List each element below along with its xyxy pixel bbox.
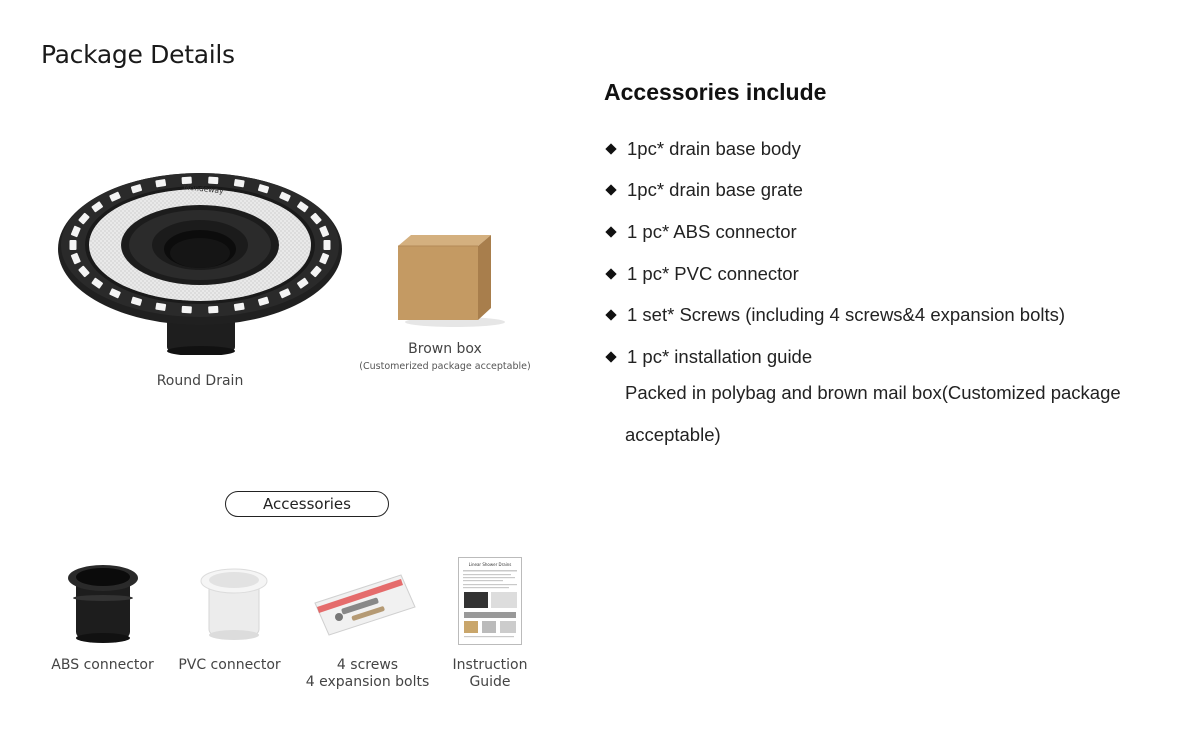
pvc-connector-image bbox=[200, 568, 268, 640]
accessories-include-title: Accessories include bbox=[604, 79, 827, 105]
accessories-heading: Accessories bbox=[225, 491, 389, 517]
drain-slot bbox=[208, 305, 219, 314]
drain-slot bbox=[78, 265, 90, 278]
drain-slot bbox=[130, 296, 143, 306]
drain-slot bbox=[297, 277, 309, 289]
brown-box-sublabel: (Customerized package acceptable) bbox=[359, 361, 531, 372]
diamond-bullet-icon bbox=[605, 351, 617, 363]
guide-doc-title: Linear Shower Drains bbox=[469, 562, 512, 567]
drain-slot bbox=[181, 305, 192, 314]
drain-slot bbox=[130, 184, 143, 194]
guide-label-line1: Instruction bbox=[452, 657, 528, 673]
list-item: 1pc* drain base grate bbox=[604, 170, 1065, 212]
abs-connector-label: ABS connector bbox=[51, 657, 154, 673]
drain-slot bbox=[310, 265, 322, 278]
list-item: 1 pc* ABS connector bbox=[604, 211, 1065, 253]
round-drain-image: Mondeway bbox=[58, 173, 342, 355]
drain-slot bbox=[257, 296, 270, 306]
accessories-list: 1pc* drain base body 1pc* drain base gra… bbox=[604, 128, 1065, 378]
drain-brand-text: Mondeway bbox=[183, 182, 225, 195]
diamond-bullet-icon bbox=[605, 309, 617, 321]
round-drain-label: Round Drain bbox=[156, 373, 244, 389]
pvc-connector-label: PVC connector bbox=[178, 657, 281, 673]
drain-slot bbox=[155, 179, 167, 188]
packing-note: Packed in polybag and brown mail box(Cus… bbox=[625, 382, 1121, 445]
drain-slot bbox=[109, 191, 121, 202]
page-title: Package Details bbox=[41, 40, 235, 69]
list-item: 1 set* Screws (including 4 screws&4 expa… bbox=[604, 294, 1065, 336]
drain-slot bbox=[279, 288, 291, 299]
diamond-bullet-icon bbox=[605, 143, 617, 155]
drain-slot bbox=[310, 212, 322, 225]
drain-slot bbox=[319, 225, 330, 238]
drain-slot bbox=[233, 179, 245, 188]
screws-label-line2: 4 expansion bolts bbox=[305, 674, 430, 690]
brown-box-image bbox=[398, 235, 505, 327]
drain-slot bbox=[181, 176, 192, 185]
drain-slot bbox=[69, 240, 77, 250]
drain-slot bbox=[257, 184, 270, 194]
screws-bag-image bbox=[314, 574, 416, 636]
drain-slot bbox=[297, 201, 309, 213]
drain-slot bbox=[91, 277, 103, 289]
list-item: 1 pc* installation guide bbox=[604, 336, 1065, 378]
list-item: 1 pc* PVC connector bbox=[604, 253, 1065, 295]
drain-slot bbox=[233, 302, 245, 311]
drain-slot bbox=[78, 212, 90, 225]
drain-slot bbox=[91, 201, 103, 213]
list-item: 1pc* drain base body bbox=[604, 128, 1065, 170]
drain-slot bbox=[155, 302, 167, 311]
drain-slot bbox=[323, 240, 331, 250]
screws-label-line1: 4 screws bbox=[336, 657, 399, 673]
drain-slot bbox=[319, 252, 330, 265]
instruction-guide-image: Linear Shower Drains bbox=[458, 557, 522, 645]
brown-box-label: Brown box bbox=[408, 341, 482, 357]
drain-slot bbox=[109, 288, 121, 299]
guide-label-line2: Guide bbox=[469, 674, 511, 690]
drain-slot bbox=[70, 225, 81, 238]
diamond-bullet-icon bbox=[605, 267, 617, 280]
abs-connector-image bbox=[68, 565, 138, 643]
drain-slot bbox=[208, 176, 219, 185]
drain-slot bbox=[279, 191, 291, 202]
drain-slot bbox=[70, 252, 81, 265]
diamond-bullet-icon bbox=[605, 226, 617, 238]
diamond-bullet-icon bbox=[605, 184, 617, 197]
